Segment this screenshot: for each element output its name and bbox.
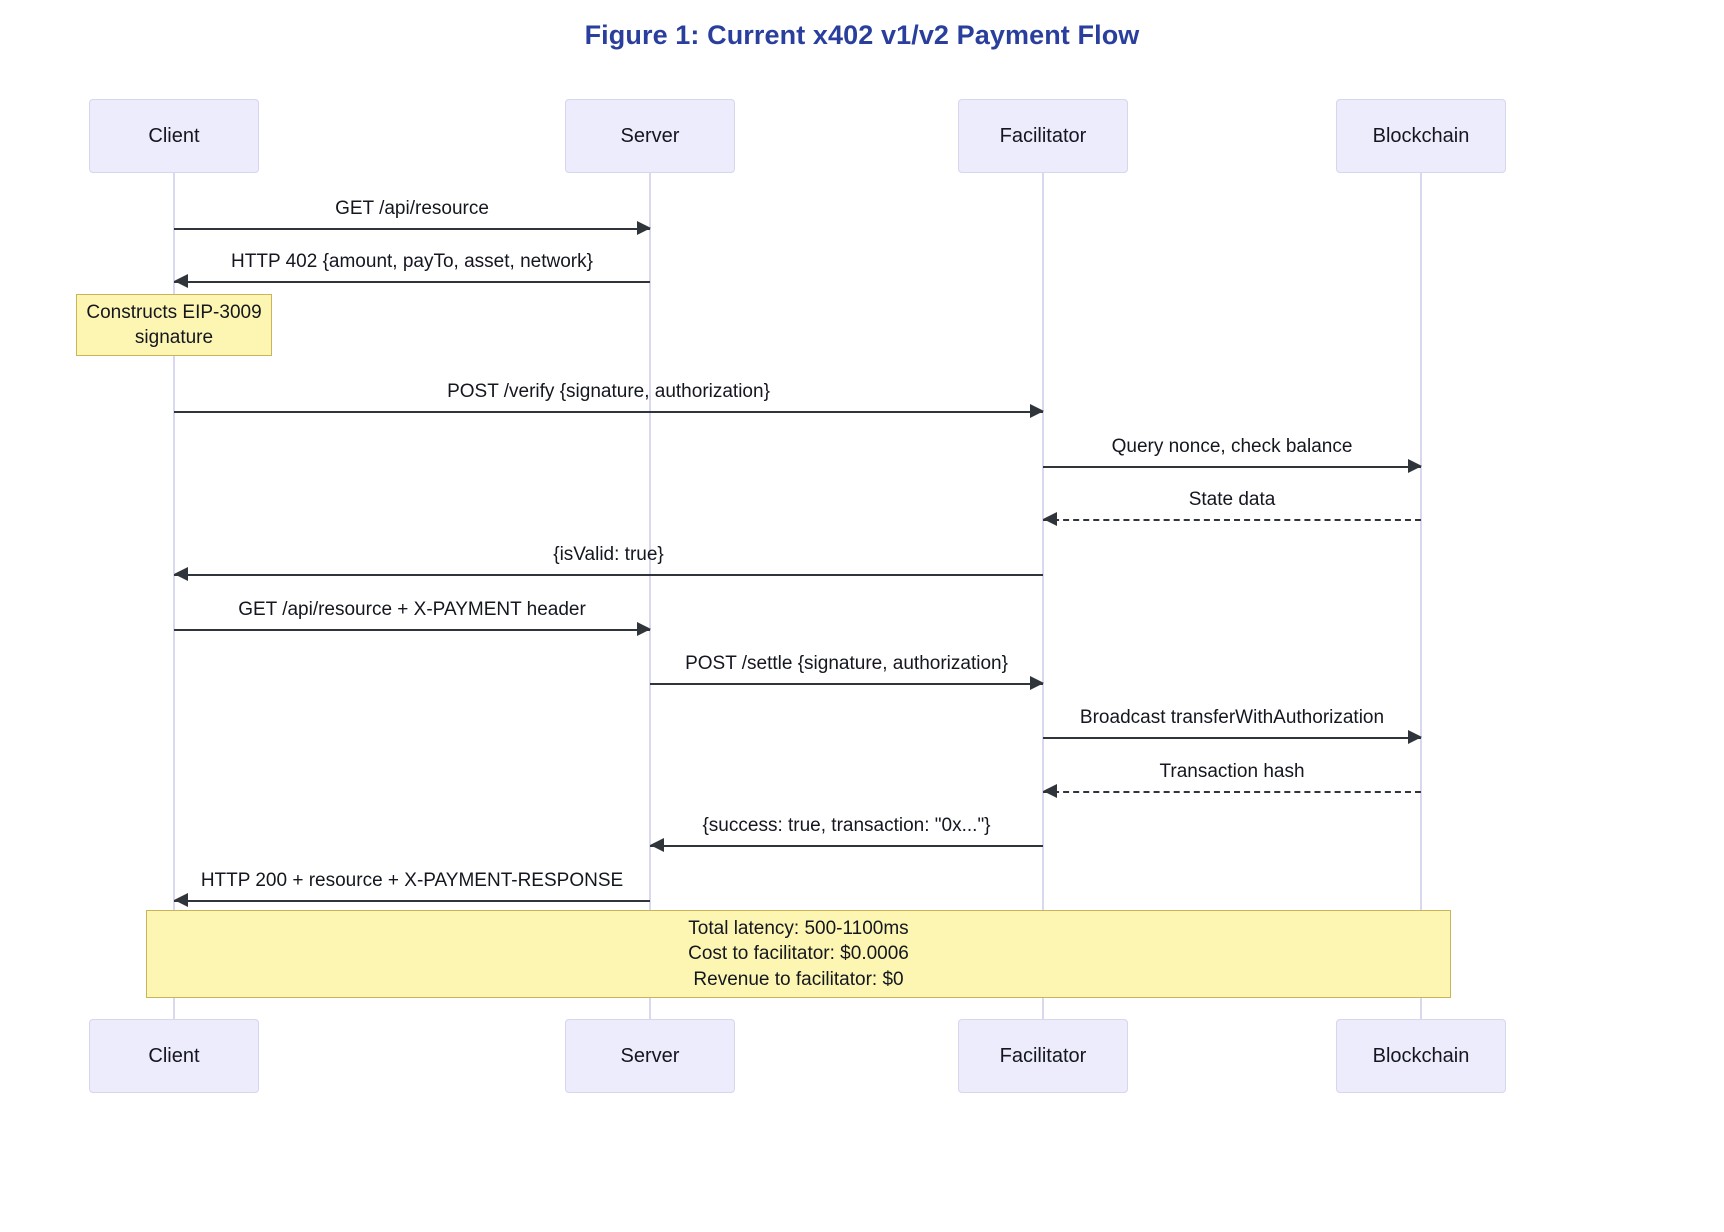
message-label: State data xyxy=(1188,489,1276,510)
participant-client-top[interactable]: Client xyxy=(89,99,259,173)
participant-blockchain-bottom[interactable]: Blockchain xyxy=(1336,1019,1506,1093)
message-arrow-line xyxy=(1043,519,1421,521)
note-line: signature xyxy=(134,327,214,348)
participant-facilitator-bottom[interactable]: Facilitator xyxy=(958,1019,1128,1093)
participant-label: Facilitator xyxy=(999,1044,1087,1067)
participant-label: Server xyxy=(620,1044,680,1067)
lifeline-blockchain xyxy=(1420,173,1422,1019)
note-line: Constructs EIP-3009 xyxy=(86,301,262,323)
message-label: POST /verify {signature, authorization} xyxy=(447,381,770,402)
arrowhead-right-icon xyxy=(1030,404,1044,418)
message-label: HTTP 402 {amount, payTo, asset, network} xyxy=(231,251,593,272)
message-arrow-line xyxy=(174,574,1043,576)
arrowhead-right-icon xyxy=(637,622,651,636)
page-title: Figure 1: Current x402 v1/v2 Payment Flo… xyxy=(584,20,1140,50)
note-line: Total latency: 500-1100ms xyxy=(688,918,909,940)
arrowhead-left-icon xyxy=(174,274,188,288)
arrowhead-left-icon xyxy=(1043,784,1057,798)
participant-label: Client xyxy=(148,124,200,147)
arrowhead-right-icon xyxy=(1408,459,1422,473)
note-client-note: Constructs EIP-3009 signature xyxy=(76,294,272,356)
message-arrow-line xyxy=(174,281,650,283)
participant-server-bottom[interactable]: Server xyxy=(565,1019,735,1093)
arrowhead-left-icon xyxy=(174,893,188,907)
arrowhead-right-icon xyxy=(1408,730,1422,744)
message-label: {success: true, transaction: "0x..."} xyxy=(702,815,991,836)
note-line: Cost to facilitator: $0.0006 xyxy=(688,943,909,965)
message-arrow-line xyxy=(174,411,1043,413)
message-label: GET /api/resource + X-PAYMENT header xyxy=(238,599,586,620)
message-arrow-line xyxy=(174,228,650,230)
message-label: Transaction hash xyxy=(1159,761,1305,782)
participant-label: Facilitator xyxy=(999,124,1087,147)
message-label: GET /api/resource xyxy=(335,198,489,219)
participant-label: Server xyxy=(620,124,680,147)
message-label: Query nonce, check balance xyxy=(1111,436,1353,457)
message-label: HTTP 200 + resource + X-PAYMENT-RESPONSE xyxy=(200,870,624,891)
message-label: {isValid: true} xyxy=(553,544,664,565)
lifeline-facilitator xyxy=(1042,173,1044,1019)
lifeline-server xyxy=(649,173,651,1019)
message-arrow-line xyxy=(1043,466,1421,468)
message-label: POST /settle {signature, authorization} xyxy=(685,653,1008,674)
arrowhead-left-icon xyxy=(650,838,664,852)
participant-label: Blockchain xyxy=(1372,1044,1470,1067)
message-arrow-line xyxy=(1043,737,1421,739)
participant-blockchain-top[interactable]: Blockchain xyxy=(1336,99,1506,173)
note-line: Revenue to facilitator: $0 xyxy=(693,968,904,990)
arrowhead-left-icon xyxy=(1043,512,1057,526)
participant-facilitator-top[interactable]: Facilitator xyxy=(958,99,1128,173)
participant-label: Client xyxy=(148,1044,200,1067)
message-arrow-line xyxy=(650,845,1043,847)
message-arrow-line xyxy=(174,900,650,902)
lifeline-client xyxy=(173,173,175,1019)
participant-client-bottom[interactable]: Client xyxy=(89,1019,259,1093)
message-arrow-line xyxy=(650,683,1043,685)
arrowhead-left-icon xyxy=(174,567,188,581)
arrowhead-right-icon xyxy=(1030,676,1044,690)
message-label: Broadcast transferWithAuthorization xyxy=(1079,707,1385,728)
message-arrow-line xyxy=(1043,791,1421,793)
participant-label: Blockchain xyxy=(1372,124,1470,147)
message-arrow-line xyxy=(174,629,650,631)
participant-server-top[interactable]: Server xyxy=(565,99,735,173)
arrowhead-right-icon xyxy=(637,221,651,235)
